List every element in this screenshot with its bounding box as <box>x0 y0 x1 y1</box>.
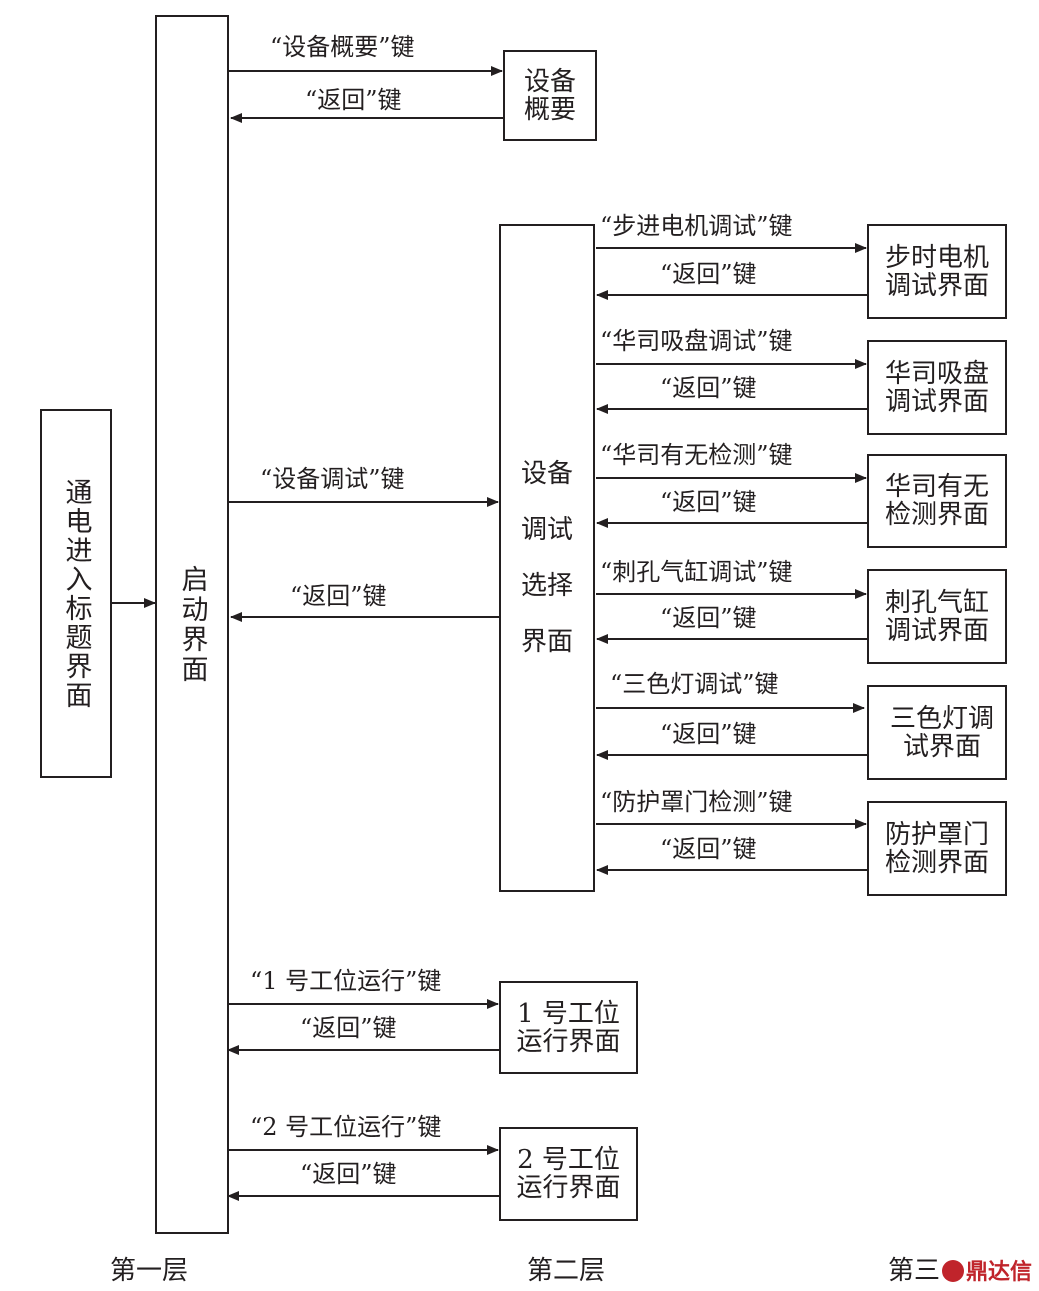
guard-back-label: “返回”键 <box>660 835 757 863</box>
title-screen-label: 通电进入标题界面 <box>60 477 92 710</box>
station2-back-label: “返回”键 <box>300 1160 397 1188</box>
startup-box: 启动界面 <box>155 15 229 1234</box>
suction-label: 华司吸盘调试界面 <box>884 358 989 417</box>
suction-box: 华司吸盘调试界面 <box>867 340 1007 435</box>
stepper-back-label: “返回”键 <box>660 260 757 288</box>
presence-back-label: “返回”键 <box>660 488 757 516</box>
title-screen-box: 通电进入标题界面 <box>40 409 112 778</box>
cylinder-key-label: “刺孔气缸调试”键 <box>600 558 793 586</box>
station1-box: 1 号工位运行界面 <box>499 981 638 1074</box>
layer-first-label: 第一层 <box>110 1256 189 1286</box>
tricolor-key-label: “三色灯调试”键 <box>610 670 779 698</box>
debug-key-label: “设备调试”键 <box>260 465 405 493</box>
stepper-label: 步时电机调试界面 <box>884 242 989 301</box>
presence-box: 华司有无检测界面 <box>867 454 1007 548</box>
suction-key-label: “华司吸盘调试”键 <box>600 327 793 355</box>
suction-back-label: “返回”键 <box>660 374 757 402</box>
overview-back-label: “返回”键 <box>305 86 402 114</box>
tricolor-back-label: “返回”键 <box>660 720 757 748</box>
cylinder-box: 刺孔气缸调试界面 <box>867 569 1007 664</box>
debug-select-box: 设备调试选择界面 <box>499 224 595 892</box>
guard-key-label: “防护罩门检测”键 <box>600 788 793 816</box>
overview-key-label: “设备概要”键 <box>270 33 415 61</box>
debug-select-label: 设备调试选择界面 <box>520 459 573 657</box>
station1-key-label: “1 号工位运行”键 <box>250 967 442 995</box>
startup-label: 启动界面 <box>176 564 208 685</box>
cylinder-label: 刺孔气缸调试界面 <box>884 587 989 646</box>
guard-label: 防护罩门检测界面 <box>884 819 989 878</box>
station2-label: 2 号工位运行界面 <box>516 1145 621 1203</box>
overview-label: 设备概要 <box>523 66 576 125</box>
tricolor-label: 三色灯调试界面 <box>889 703 994 762</box>
station2-key-label: “2 号工位运行”键 <box>250 1113 442 1141</box>
layer-second-label: 第二层 <box>527 1256 606 1286</box>
stepper-key-label: “步进电机调试”键 <box>600 212 793 240</box>
guard-box: 防护罩门检测界面 <box>867 801 1007 896</box>
presence-key-label: “华司有无检测”键 <box>600 441 793 469</box>
overview-box: 设备概要 <box>503 50 597 141</box>
watermark-text: 鼎达信 <box>966 1260 1033 1285</box>
stepper-box: 步时电机调试界面 <box>867 224 1007 319</box>
debug-back-label: “返回”键 <box>290 582 387 610</box>
station1-back-label: “返回”键 <box>300 1014 397 1042</box>
tricolor-box: 三色灯调试界面 <box>867 685 1007 780</box>
station1-label: 1 号工位运行界面 <box>516 998 621 1057</box>
presence-label: 华司有无检测界面 <box>884 472 989 530</box>
watermark-icon <box>942 1260 964 1282</box>
station2-box: 2 号工位运行界面 <box>499 1127 638 1221</box>
watermark-logo: 鼎达信 <box>940 1254 1035 1286</box>
cylinder-back-label: “返回”键 <box>660 604 757 632</box>
